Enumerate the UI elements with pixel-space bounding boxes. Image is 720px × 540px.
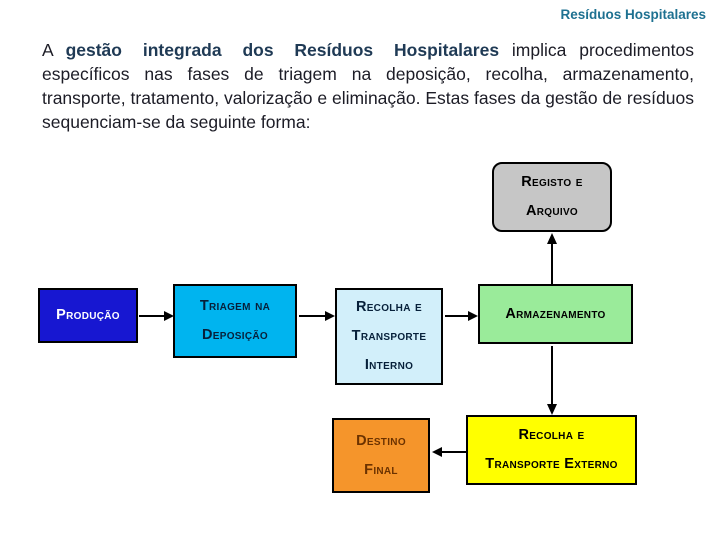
box-label: Destino Final — [356, 432, 406, 478]
box-registo-arquivo: Registo e Arquivo — [492, 162, 612, 232]
box-recolha-transporte-externo: Recolha e Transporte Externo — [466, 415, 637, 485]
arrow-armazenamento-to-recolha-externo — [547, 346, 557, 415]
box-label: Recolha e Transporte Externo — [485, 427, 618, 472]
box-triagem-deposicao: Triagem na Deposição — [173, 284, 297, 358]
box-label: Produção — [56, 307, 120, 323]
slide-title: Resíduos Hospitalares — [560, 7, 706, 22]
box-label: Registo e Arquivo — [521, 174, 583, 219]
arrow-recolha-interno-to-armazenamento — [445, 311, 478, 321]
intro-bold-segment: gestão integrada dos Resíduos Hospitalar… — [65, 40, 500, 60]
box-label: Armazenamento — [505, 305, 606, 322]
arrow-triagem-to-recolha-interno — [299, 311, 335, 321]
box-destino-final: Destino Final — [332, 418, 430, 493]
intro-lead: A — [42, 40, 53, 60]
box-producao: Produção — [38, 288, 138, 343]
arrow-armazenamento-to-registo — [547, 233, 557, 284]
box-label: Recolha e Transporte Interno — [351, 299, 427, 373]
box-label: Triagem na Deposição — [199, 298, 271, 343]
box-armazenamento: Armazenamento — [478, 284, 633, 344]
box-recolha-transporte-interno: Recolha e Transporte Interno — [335, 288, 443, 385]
arrow-recolha-externo-to-destino — [432, 447, 466, 457]
intro-paragraph: A gestão integrada dos Resíduos Hospital… — [42, 38, 694, 134]
intro-rest: implica procedimentos específicos nas fa… — [42, 40, 695, 132]
arrow-producao-to-triagem — [139, 311, 174, 321]
